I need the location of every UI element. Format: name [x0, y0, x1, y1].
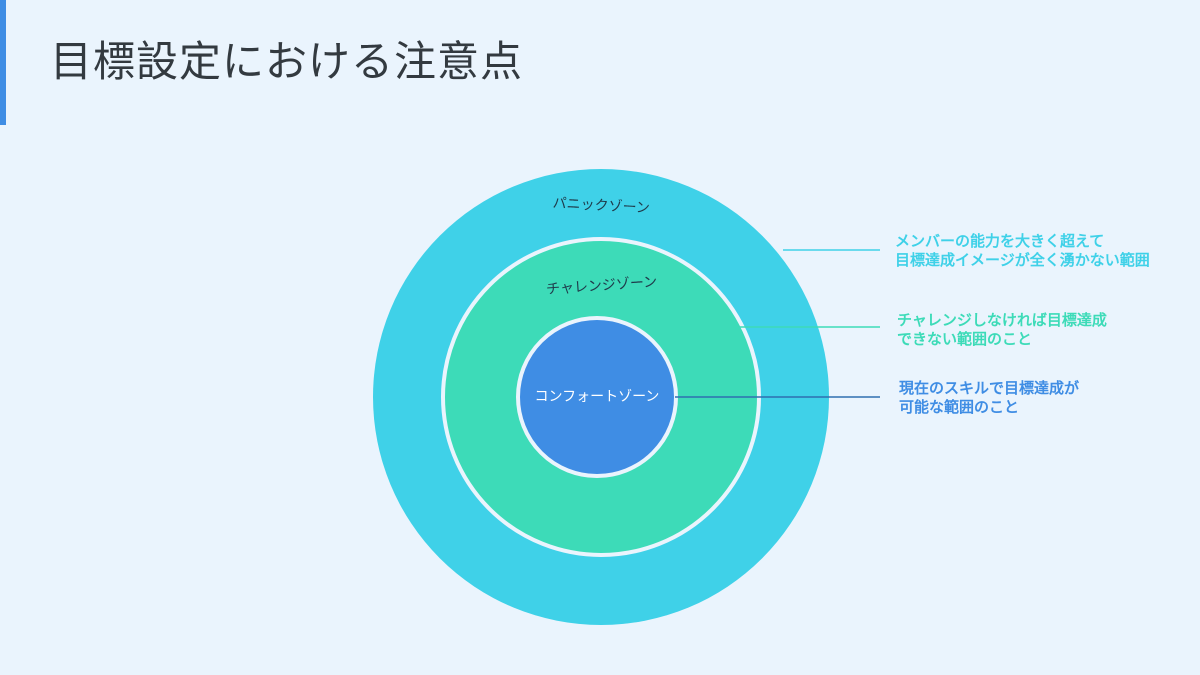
challenge-zone-label: チャレンジゾーン: [546, 274, 658, 298]
panic-callout-line1: メンバーの能力を大きく超えて: [895, 232, 1105, 250]
panic-callout-line2: 目標達成イメージが全く湧かない範囲: [895, 251, 1150, 269]
comfort-callout-line2: 可能な範囲のこと: [899, 398, 1020, 416]
title-accent-bar: [0, 0, 6, 125]
challenge-callout: チャレンジしなければ目標達成 できない範囲のこと: [897, 311, 1107, 349]
panic-callout: メンバーの能力を大きく超えて 目標達成イメージが全く湧かない範囲: [895, 232, 1150, 270]
comfort-callout-line1: 現在のスキルで目標達成が: [899, 379, 1080, 397]
challenge-callout-line2: できない範囲のこと: [897, 330, 1033, 348]
challenge-callout-line1: チャレンジしなければ目標達成: [897, 311, 1107, 329]
comfort-callout: 現在のスキルで目標達成が 可能な範囲のこと: [899, 379, 1079, 417]
panic-zone-label: パニックゾーン: [552, 195, 650, 216]
comfort-zone-label: コンフォートゾーン: [535, 389, 660, 405]
page-title: 目標設定における注意点: [50, 37, 524, 86]
